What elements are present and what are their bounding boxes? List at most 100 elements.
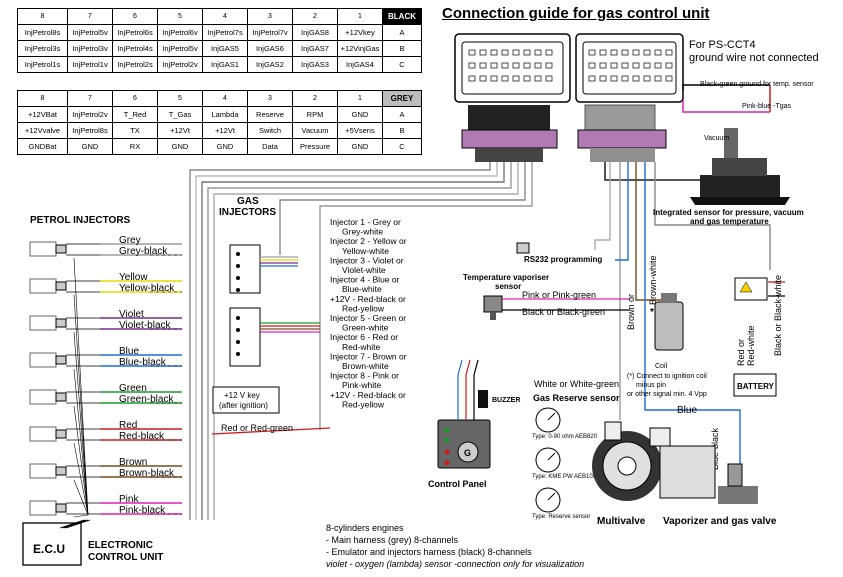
- legend-line: Injector 5 - Green or: [330, 313, 406, 323]
- blue-label: Blue: [677, 405, 697, 416]
- gas-injectors-title-line1: GAS: [237, 196, 259, 207]
- pin-cell: GND: [157, 138, 203, 155]
- buzzer-label: BUZZER: [492, 397, 520, 404]
- connector-pin: [523, 75, 531, 82]
- connector-pin: [599, 49, 607, 56]
- vacuum-label: Vacuum: [704, 135, 729, 142]
- legend-line: Grey-white: [342, 227, 383, 237]
- wire-label: Brown-black: [119, 468, 175, 479]
- bottom-note-line2: - Main harness (grey) 8-channels: [326, 535, 459, 545]
- connector-pin: [643, 62, 651, 69]
- pin-cell: InjPetrol1v: [67, 56, 113, 73]
- pin-cell: Data: [247, 138, 293, 155]
- connector-pin: [654, 75, 662, 82]
- integrated-sensor: [690, 128, 790, 205]
- pin-cell: A: [382, 24, 422, 41]
- wire-label: Violet-black: [119, 320, 172, 331]
- vaporizer: [649, 427, 758, 504]
- coil-note-line2: minus pin: [636, 382, 666, 389]
- connector-pins: [468, 49, 673, 82]
- connector-pin: [588, 49, 596, 56]
- legend-line: Injector 1 - Grey or: [330, 217, 401, 227]
- wire-label: Violet: [119, 309, 144, 320]
- red-red-green-label: Red or Red-green: [221, 423, 293, 433]
- red-white-line1: Red or: [736, 339, 746, 366]
- connector-pin: [621, 62, 629, 69]
- battery-box: [733, 373, 777, 397]
- grey-connector: [575, 33, 684, 162]
- gas-injector-port: [236, 252, 240, 256]
- legend-line: Injector 6 - Red or: [330, 332, 398, 342]
- battery-symbol: [734, 277, 768, 301]
- vaporizer-label: Vaporizer and gas valve: [663, 516, 777, 527]
- connector-pin: [654, 62, 662, 69]
- legend-line: Brown-white: [342, 361, 389, 371]
- pink-blue-label: Pink-blue -Tgas: [742, 103, 792, 110]
- wire-label: Pink: [119, 494, 139, 505]
- connector-pin: [534, 75, 542, 82]
- pin-cell: GND: [337, 138, 383, 155]
- temp-sensor-line1: Temperature vaporiser: [463, 273, 549, 282]
- legend-line: Injector 4 - Blue or: [330, 275, 400, 285]
- ecu-bundle: [59, 519, 91, 529]
- legend-line: +12V - Red-black or: [330, 390, 406, 400]
- connector-pin: [468, 75, 476, 82]
- key-box-line2: (after ignition): [219, 401, 268, 410]
- buzzer: [478, 390, 488, 408]
- legend-line: Red-white: [342, 342, 381, 352]
- rs232-label: RS232 programming: [524, 255, 602, 264]
- connector-pin: [545, 62, 553, 69]
- connector-pin: [490, 75, 498, 82]
- connector-pin: [588, 62, 596, 69]
- multivalve-label: Multivalve: [597, 516, 646, 527]
- key-box: [212, 386, 280, 414]
- connector-pin: [501, 62, 509, 69]
- legend-line: +12V - Red-black or: [330, 294, 406, 304]
- wire-label: Blue: [119, 346, 139, 357]
- gas-injector-rail-top: [229, 244, 261, 294]
- pink-green-label: Pink or Pink-green: [522, 290, 596, 300]
- control-panel-label: Control Panel: [428, 479, 487, 489]
- ps-note: For PS-CCT4 ground wire not connected: [689, 39, 819, 65]
- pin-cell: C: [382, 56, 422, 73]
- gas-injector-port: [236, 352, 240, 356]
- legend-line: Green-white: [342, 323, 389, 333]
- white-label: White or White-green: [534, 379, 619, 389]
- connector-pin: [610, 62, 618, 69]
- svg-text:G: G: [464, 448, 471, 458]
- connector-pin: [534, 49, 542, 56]
- coil-note-line1: (*) Connect to ignition coil: [627, 373, 707, 380]
- control-panel: G: [437, 419, 491, 469]
- gas-injector-port: [236, 264, 240, 268]
- gas-injector-port: [236, 328, 240, 332]
- connector-pin: [479, 75, 487, 82]
- ecu-box: E.C.U: [22, 522, 82, 566]
- connector-pin: [643, 49, 651, 56]
- wire-label: Red: [119, 420, 137, 431]
- harness-lines: [189, 162, 771, 520]
- pin-cell: InjGAS3: [292, 56, 338, 73]
- brown-label: Brown or: [626, 294, 636, 330]
- connector-pin: [599, 75, 607, 82]
- gas-reserve-label: Gas Reserve sensor: [533, 393, 620, 403]
- integrated-sensor-line2: and gas temperature: [690, 217, 769, 226]
- connector-pin: [643, 75, 651, 82]
- connector-pin: [588, 75, 596, 82]
- bottom-note-line1: 8-cylinders engines: [326, 523, 404, 533]
- connector-pin: [534, 62, 542, 69]
- connector-pin: [479, 62, 487, 69]
- connector-pin: [501, 49, 509, 56]
- connector-pin: [512, 49, 520, 56]
